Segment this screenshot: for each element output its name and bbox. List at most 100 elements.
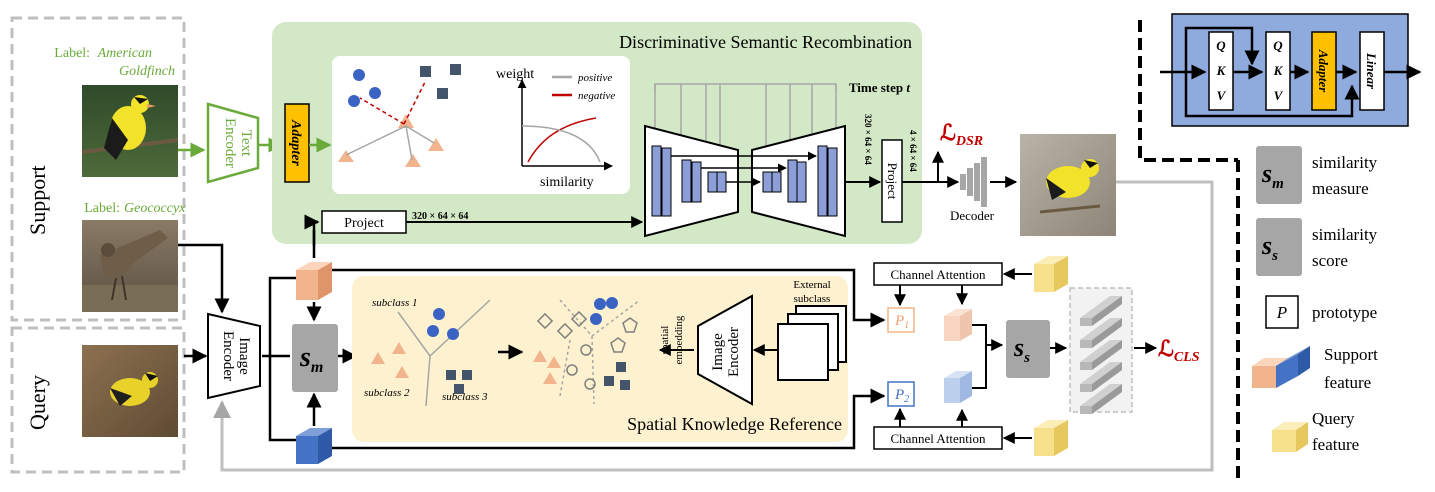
- svg-text:Adapter: Adapter: [1316, 49, 1331, 94]
- image-encoder-label-1: Image: [236, 337, 252, 375]
- prototype-2: P2: [887, 381, 915, 407]
- dim-right: 4 × 64 × 64: [908, 130, 918, 172]
- legend-sm: sm similarity measure: [1256, 146, 1378, 204]
- dsr-adapter: Adapter: [284, 103, 310, 183]
- image-encoder: Image Encoder: [207, 312, 261, 400]
- svg-text:Q: Q: [1216, 38, 1226, 53]
- weight-similarity-plot: weight similarity positive negative: [496, 67, 615, 190]
- label-geococcyx: Geococcyx: [124, 201, 186, 216]
- svg-text:sm: sm: [1261, 159, 1284, 192]
- query-title: Query: [25, 375, 50, 430]
- svg-text:Image: Image: [710, 333, 726, 371]
- svg-text:sm: sm: [299, 342, 323, 376]
- channel-attention-bottom: Channel Attention: [873, 426, 1003, 450]
- label-american: American: [97, 46, 152, 61]
- svg-text:K: K: [1216, 63, 1227, 78]
- attention-module: Q K V Q K V Adapter Linear: [1160, 13, 1422, 127]
- loss-dsr: ℒDSR: [940, 120, 983, 149]
- decoder: Decoder: [950, 157, 995, 223]
- svg-text:similarity: similarity: [1312, 225, 1378, 244]
- support-feature-orange: [296, 262, 332, 300]
- text-encoder-label-1: Text: [238, 130, 254, 157]
- svg-text:Q: Q: [1273, 38, 1283, 53]
- time-step-label: Time step: [849, 80, 907, 95]
- svg-text:prototype: prototype: [1312, 303, 1377, 322]
- score-bar: [1080, 318, 1122, 348]
- svg-text:measure: measure: [1312, 179, 1369, 198]
- support-title: Support: [25, 165, 50, 235]
- legend-query-feature: Query feature: [1272, 409, 1359, 454]
- query-panel: Query: [10, 326, 186, 474]
- svg-text:score: score: [1312, 251, 1348, 270]
- svg-text:Channel Attention: Channel Attention: [891, 267, 986, 282]
- dim-vertical: 320 × 64 × 64: [863, 114, 873, 165]
- svg-text:Decoder: Decoder: [950, 208, 995, 223]
- label-prefix-1: Label:: [54, 46, 90, 61]
- external-subclass-stack: External subclass: [777, 279, 847, 381]
- svg-text:P2: P2: [894, 387, 909, 405]
- legend: sm similarity measure ss similarity scor…: [1252, 146, 1378, 454]
- svg-text:feature: feature: [1312, 435, 1359, 454]
- svg-text:Support: Support: [1324, 345, 1378, 364]
- svg-text:K: K: [1273, 63, 1284, 78]
- query-image-goldfinch: [82, 345, 178, 437]
- score-bar: [1080, 340, 1122, 370]
- support-feature-light-blue: [944, 371, 972, 403]
- image-encoder-label-2: Encoder: [220, 331, 236, 381]
- prototype-1: P1: [887, 307, 915, 333]
- unet-decoder: [751, 124, 846, 238]
- support-panel: Support Label: American Goldfinch Label:…: [10, 16, 186, 322]
- subclass-3: subclass 3: [442, 391, 488, 403]
- plot-ylabel: weight: [496, 67, 534, 82]
- svg-text:similarity: similarity: [1312, 153, 1378, 172]
- svg-text:External: External: [793, 279, 830, 291]
- svg-text:Linear: Linear: [1364, 52, 1379, 90]
- similarity-measure-block: sm: [292, 324, 338, 392]
- label-goldfinch: Goldfinch: [119, 64, 175, 79]
- score-bar: [1080, 362, 1122, 392]
- svg-text:P1: P1: [894, 313, 909, 331]
- svg-text:Encoder: Encoder: [726, 327, 742, 377]
- project-right: Project: [881, 139, 903, 223]
- text-encoder: Text Encoder: [206, 102, 260, 184]
- loss-cls: ℒCLS: [1158, 336, 1200, 365]
- svg-text:Project: Project: [885, 163, 900, 200]
- svg-text:Label: American: Label: American: [54, 46, 152, 61]
- score-bar: [1080, 384, 1122, 414]
- support-image-geococcyx: [82, 220, 178, 312]
- svg-text:subclass: subclass: [794, 293, 831, 305]
- svg-text:Label:: Label:: [84, 201, 120, 216]
- support-feature-light-orange: [944, 309, 972, 341]
- score-bar: [1080, 296, 1122, 326]
- plot-xlabel: similarity: [540, 175, 594, 190]
- similarity-score-block: ss: [1006, 320, 1050, 378]
- skr-panel: Spatial Knowledge Reference subclass 1 s…: [352, 276, 848, 442]
- svg-text:Adapter: Adapter: [288, 119, 303, 166]
- channel-attention-top: Channel Attention: [873, 262, 1003, 286]
- spatial-embedding-2: embedding: [673, 315, 685, 364]
- query-feature-top: [1034, 256, 1068, 292]
- subclass-2: subclass 2: [364, 387, 410, 399]
- legend-positive: positive: [577, 72, 612, 84]
- support-image-goldfinch: [81, 85, 179, 177]
- svg-text:Channel Attention: Channel Attention: [891, 431, 986, 446]
- skr-image-encoder: Image Encoder: [697, 294, 753, 406]
- legend-ss: ss similarity score: [1256, 218, 1378, 276]
- label-prefix-2: Label:: [84, 201, 120, 216]
- svg-text:feature: feature: [1324, 373, 1371, 392]
- svg-text:P: P: [1276, 303, 1287, 322]
- unet-encoder: [644, 124, 739, 238]
- text-encoder-label-2: Encoder: [222, 118, 238, 168]
- dsr-title: Discriminative Semantic Recombination: [619, 32, 912, 52]
- svg-text:Project: Project: [344, 216, 384, 231]
- legend-support-feature: Support feature: [1252, 345, 1378, 392]
- svg-text:Query: Query: [1312, 409, 1355, 428]
- dim-left: 320 × 64 × 64: [412, 211, 468, 222]
- subclass-1: subclass 1: [372, 297, 418, 309]
- svg-text:ss: ss: [1013, 333, 1030, 366]
- time-step-var: t: [906, 80, 910, 95]
- svg-text:Time step t: Time step t: [849, 80, 911, 95]
- score-stack: [1069, 287, 1133, 414]
- generated-image: [1020, 134, 1116, 236]
- skr-title: Spatial Knowledge Reference: [627, 414, 842, 434]
